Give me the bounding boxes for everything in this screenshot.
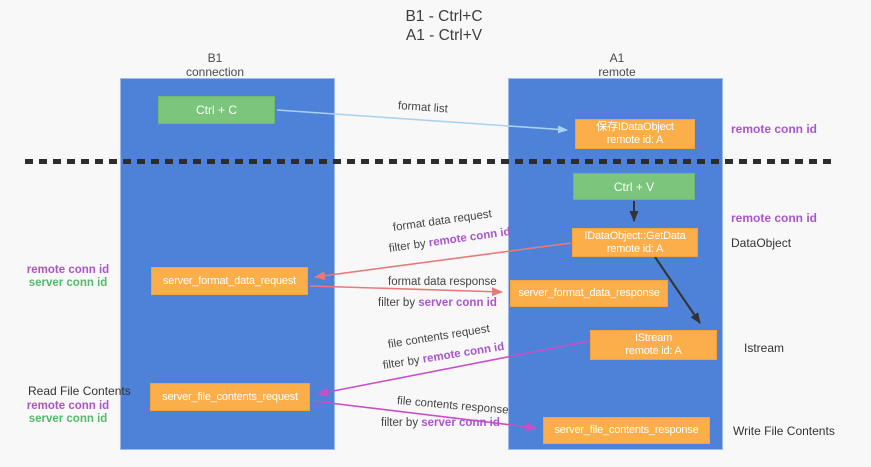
save-idataobject-line1: 保存IDataObject [596, 121, 674, 133]
idataobject-getdata-line1: IDataObject::GetData [584, 229, 686, 242]
istream-box: IStream remote id: A [590, 330, 717, 360]
server-format-data-response-label: server_format_data_response [518, 287, 660, 299]
title-line-1: B1 - Ctrl+C [405, 8, 483, 25]
read-file-contents-label: Read File Contents [28, 384, 131, 398]
right-top-remote-conn-id-label: remote conn id [731, 122, 818, 136]
idataobject-getdata-line2: remote id: A [606, 242, 664, 255]
write-file-contents-label: Write File Contents [733, 424, 835, 438]
istream-line2: remote id: A [625, 345, 682, 357]
file-contents-response-filter-label: filter by server conn id [381, 417, 500, 429]
istream-side-label: Istream [744, 341, 785, 355]
server-format-data-response-box: server_format_data_response [510, 280, 668, 307]
server-format-data-request-label: server_format_data_request [163, 274, 296, 287]
save-idataobject-line2: remote id: A [606, 134, 664, 146]
dataobject-label: DataObject [731, 236, 792, 250]
file-contents-response-label: file contents response [396, 395, 509, 417]
remote-conn-id-text: remote conn id [421, 340, 506, 366]
server-conn-id-text: server conn id [421, 417, 500, 429]
server-format-data-request-box: server_format_data_request [151, 267, 308, 295]
right-column-subtitle: remote [598, 65, 636, 79]
left-mid-remote-conn-id-label: remote conn id [26, 264, 110, 276]
dashed-divider-line [25, 159, 835, 164]
left-mid-conn-id-block: remote conn id server conn id [22, 264, 114, 290]
right-column-name: A1 [609, 51, 625, 65]
ctrl-c-box: Ctrl + C [158, 96, 275, 124]
format-data-response-filter-label: filter by server conn id [378, 297, 497, 309]
format-list-label: format list [397, 100, 449, 116]
left-bottom-server-conn-id-label: server conn id [28, 413, 108, 425]
server-file-contents-request-label: server_file_contents_request [162, 390, 298, 403]
filter-by-text: filter by [388, 237, 430, 255]
ctrl-v-box: Ctrl + V [573, 173, 695, 200]
filter-by-text: filter by [381, 417, 422, 429]
left-column-subtitle: connection [185, 65, 245, 79]
istream-line1: IStream [634, 332, 673, 344]
left-bottom-conn-id-block: remote conn id server conn id [23, 400, 113, 426]
save-idataobject-box: 保存IDataObject remote id: A [575, 119, 695, 149]
filter-by-text: filter by [378, 297, 419, 309]
filter-by-text: filter by [382, 353, 424, 372]
idataobject-getdata-box: IDataObject::GetData remote id: A [572, 228, 698, 257]
server-file-contents-request-box: server_file_contents_request [150, 383, 310, 411]
format-data-response-label: format data response [388, 276, 497, 288]
title-line-2: A1 - Ctrl+V [405, 27, 483, 44]
left-bottom-remote-conn-id-label: remote conn id [26, 400, 110, 412]
server-file-contents-response-label: server_file_contents_response [554, 424, 699, 436]
server-file-contents-response-box: server_file_contents_response [543, 417, 710, 444]
right-column-header: A1 remote [562, 51, 672, 79]
left-column-name: B1 [207, 51, 223, 65]
server-conn-id-text: server conn id [418, 297, 497, 309]
diagram-title: B1 - Ctrl+C A1 - Ctrl+V [344, 7, 544, 45]
left-mid-server-conn-id-label: server conn id [28, 277, 108, 289]
left-column-header: B1 connection [160, 51, 270, 79]
right-mid-remote-conn-id-label: remote conn id [731, 211, 818, 225]
remote-conn-id-text: remote conn id [428, 225, 512, 250]
ctrl-c-label: Ctrl + C [195, 103, 237, 117]
ctrl-v-label: Ctrl + V [613, 179, 655, 194]
